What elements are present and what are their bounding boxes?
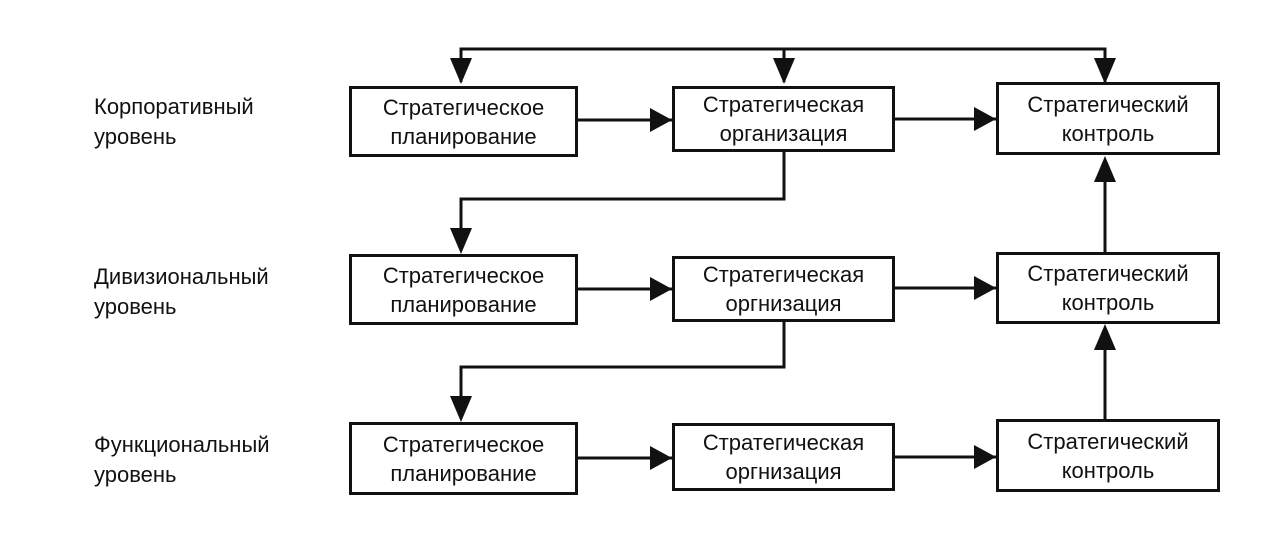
horizontal-arrows <box>578 107 996 470</box>
arrow-down-to-func-planning <box>450 396 472 422</box>
box-line1: Стратегическое <box>382 94 545 120</box>
box-line1: Стратегический <box>1027 428 1189 454</box>
corporate-control-box: Стратегический контроль <box>996 82 1220 155</box>
corporate-organization-box: Стратегическая организация <box>672 86 895 152</box>
arrow-down-to-corp-planning <box>450 58 472 84</box>
corporate-planning-box: Стратегическое планирование <box>349 86 578 157</box>
box-line1: Стратегическая <box>702 262 865 287</box>
level-label-line2: уровень <box>94 294 177 319</box>
box-line1: Стратегический <box>1027 91 1189 117</box>
divisional-organization-box: Стратегическая оргнизация <box>672 256 895 322</box>
cascade-connectors <box>459 152 786 404</box>
box-line1: Стратегическое <box>382 431 545 457</box>
level-label-line1: Дивизиональный <box>94 264 269 289</box>
arrow-down-to-corp-control <box>1094 58 1116 84</box>
level-label-corporate: Корпоративный уровень <box>94 92 334 152</box>
level-label-line2: уровень <box>94 124 177 149</box>
functional-control-box: Стратегический контроль <box>996 419 1220 492</box>
box-line2: планирование <box>390 291 537 317</box>
top-feedback-arrowheads <box>450 58 1116 84</box>
box-line1: Стратегическая <box>702 92 865 117</box>
functional-planning-box: Стратегическое планирование <box>349 422 578 495</box>
box-line2: планирование <box>390 123 537 149</box>
box-line2: оргнизация <box>725 459 842 484</box>
level-label-line2: уровень <box>94 462 177 487</box>
box-line1: Стратегическая <box>702 430 865 455</box>
box-line2: контроль <box>1061 290 1155 315</box>
level-label-divisional: Дивизиональный уровень <box>94 262 334 322</box>
box-line2: оргнизация <box>725 291 842 316</box>
control-upward-arrowheads <box>1094 156 1116 350</box>
box-line1: Стратегический <box>1027 261 1189 286</box>
cascade-arrowheads <box>450 228 472 422</box>
arrow-down-to-div-planning <box>450 228 472 254</box>
level-label-functional: Функциональный уровень <box>94 430 334 490</box>
box-line2: организация <box>719 121 848 146</box>
box-line2: контроль <box>1061 120 1155 146</box>
arrow-down-to-corp-organization <box>773 58 795 84</box>
functional-organization-box: Стратегическая оргнизация <box>672 423 895 491</box>
box-line2: планирование <box>390 460 537 486</box>
divisional-control-box: Стратегический контроль <box>996 252 1220 324</box>
cascade-div-to-func <box>459 322 786 404</box>
level-label-line1: Корпоративный <box>94 94 254 119</box>
box-line1: Стратегическое <box>382 262 545 288</box>
level-label-line1: Функциональный <box>94 432 270 457</box>
cascade-corp-to-div <box>459 152 786 236</box>
box-line2: контроль <box>1061 457 1155 483</box>
divisional-planning-box: Стратегическое планирование <box>349 254 578 325</box>
